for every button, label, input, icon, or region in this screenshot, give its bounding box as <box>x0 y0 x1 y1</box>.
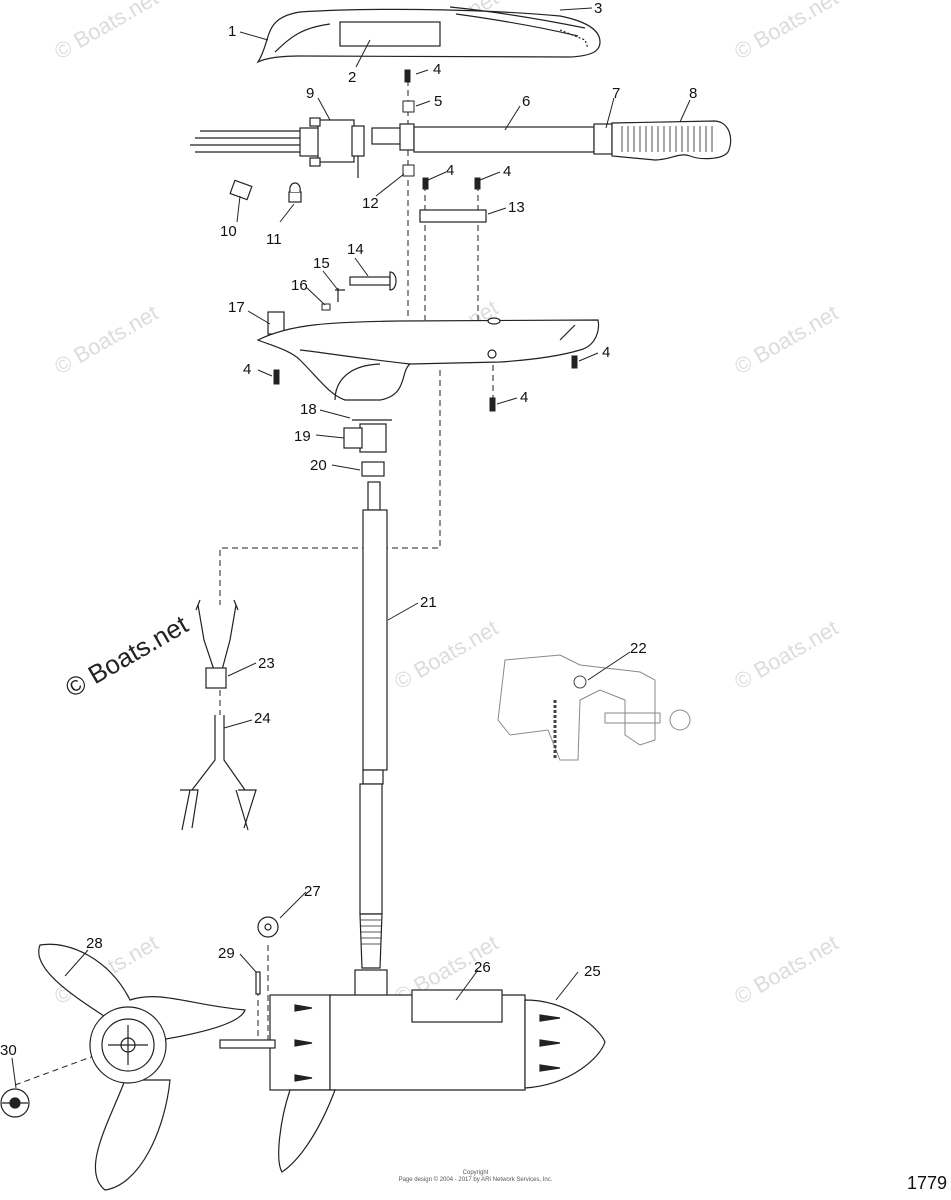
callout-19: 19 <box>294 428 311 445</box>
callout-16: 16 <box>291 277 308 294</box>
callout-9: 9 <box>306 85 314 102</box>
tiller-handle <box>371 120 732 161</box>
switch-part-9 <box>190 117 365 178</box>
mount-bracket-part-22 <box>497 654 691 761</box>
battery-lead-part-24 <box>180 715 257 831</box>
watermark-dark: © Boats.net <box>60 609 194 703</box>
callout-1: 1 <box>228 23 236 40</box>
top-cover <box>256 6 601 64</box>
fasteners <box>273 69 578 412</box>
callout-8: 8 <box>689 85 697 102</box>
callout-25: 25 <box>584 963 601 980</box>
callout-11: 11 <box>266 231 282 248</box>
callout-5: 5 <box>434 93 442 110</box>
watermark: © Boats.net <box>730 300 842 379</box>
callout-3: 3 <box>594 0 602 17</box>
connector-part-10 <box>229 179 253 201</box>
bulb-part-11 <box>288 182 302 203</box>
bolt-part-14 <box>349 271 397 291</box>
battery-lead-part-23 <box>195 599 239 689</box>
copyright-line-2: Page design © 2004 - 2017 by ARI Network… <box>398 1177 553 1183</box>
callout-7: 7 <box>612 85 620 102</box>
watermark: © Boats.net <box>730 930 842 1009</box>
watermark: © Boats.net <box>50 0 162 64</box>
copyright-notice: Copyright Page design © 2004 - 2017 by A… <box>0 1170 951 1184</box>
nut-part-30 <box>0 1088 30 1118</box>
callout-28: 28 <box>86 935 103 952</box>
callout-12: 12 <box>362 195 379 212</box>
copyright-line-1: Copyright <box>462 1170 489 1176</box>
lower-unit-part-25 <box>269 969 606 1173</box>
callout-15: 15 <box>313 255 330 272</box>
callout-29: 29 <box>218 945 235 962</box>
callout-13: 13 <box>508 199 525 216</box>
shaft-part-21 <box>359 481 388 969</box>
decal-part-2 <box>339 21 441 47</box>
callout-6: 6 <box>522 93 530 110</box>
callout-14: 14 <box>347 241 364 258</box>
callout-4: 4 <box>446 162 454 179</box>
washer-part-16 <box>321 303 331 311</box>
callout-30: 30 <box>0 1042 17 1059</box>
callout-4: 4 <box>602 344 610 361</box>
leader-lines <box>11 7 691 1089</box>
page-number: 1779 <box>906 1173 947 1193</box>
callout-22: 22 <box>630 640 647 657</box>
callout-24: 24 <box>254 710 271 727</box>
callout-17: 17 <box>228 299 245 316</box>
head-housing-part-17 <box>256 311 600 401</box>
bushing-part-20 <box>361 461 385 477</box>
callout-10: 10 <box>220 223 237 240</box>
pad-part-13 <box>419 209 487 223</box>
watermark: © Boats.net <box>390 615 502 694</box>
callout-4: 4 <box>503 163 511 180</box>
decal-part-26 <box>411 989 503 1023</box>
callout-20: 20 <box>310 457 327 474</box>
watermark: © Boats.net <box>730 0 842 64</box>
collar-part-19 <box>343 423 387 453</box>
callouts: 1 2 3 4 5 6 7 8 9 10 11 12 4 4 13 14 15 … <box>0 0 697 1059</box>
callout-23: 23 <box>258 655 275 672</box>
pin-part-15 <box>335 288 345 302</box>
pin-part-29 <box>255 971 261 995</box>
watermark: © Boats.net <box>50 300 162 379</box>
callout-26: 26 <box>474 959 491 976</box>
callout-4: 4 <box>243 361 251 378</box>
prop-shaft <box>219 1039 276 1049</box>
propeller-part-28 <box>38 943 246 1191</box>
callout-27: 27 <box>304 883 321 900</box>
callout-4: 4 <box>433 61 441 78</box>
washer-part-27 <box>257 916 279 938</box>
watermark: © Boats.net <box>730 615 842 694</box>
callout-18: 18 <box>300 401 317 418</box>
callout-2: 2 <box>348 69 356 86</box>
callout-4: 4 <box>520 389 528 406</box>
callout-21: 21 <box>420 594 437 611</box>
